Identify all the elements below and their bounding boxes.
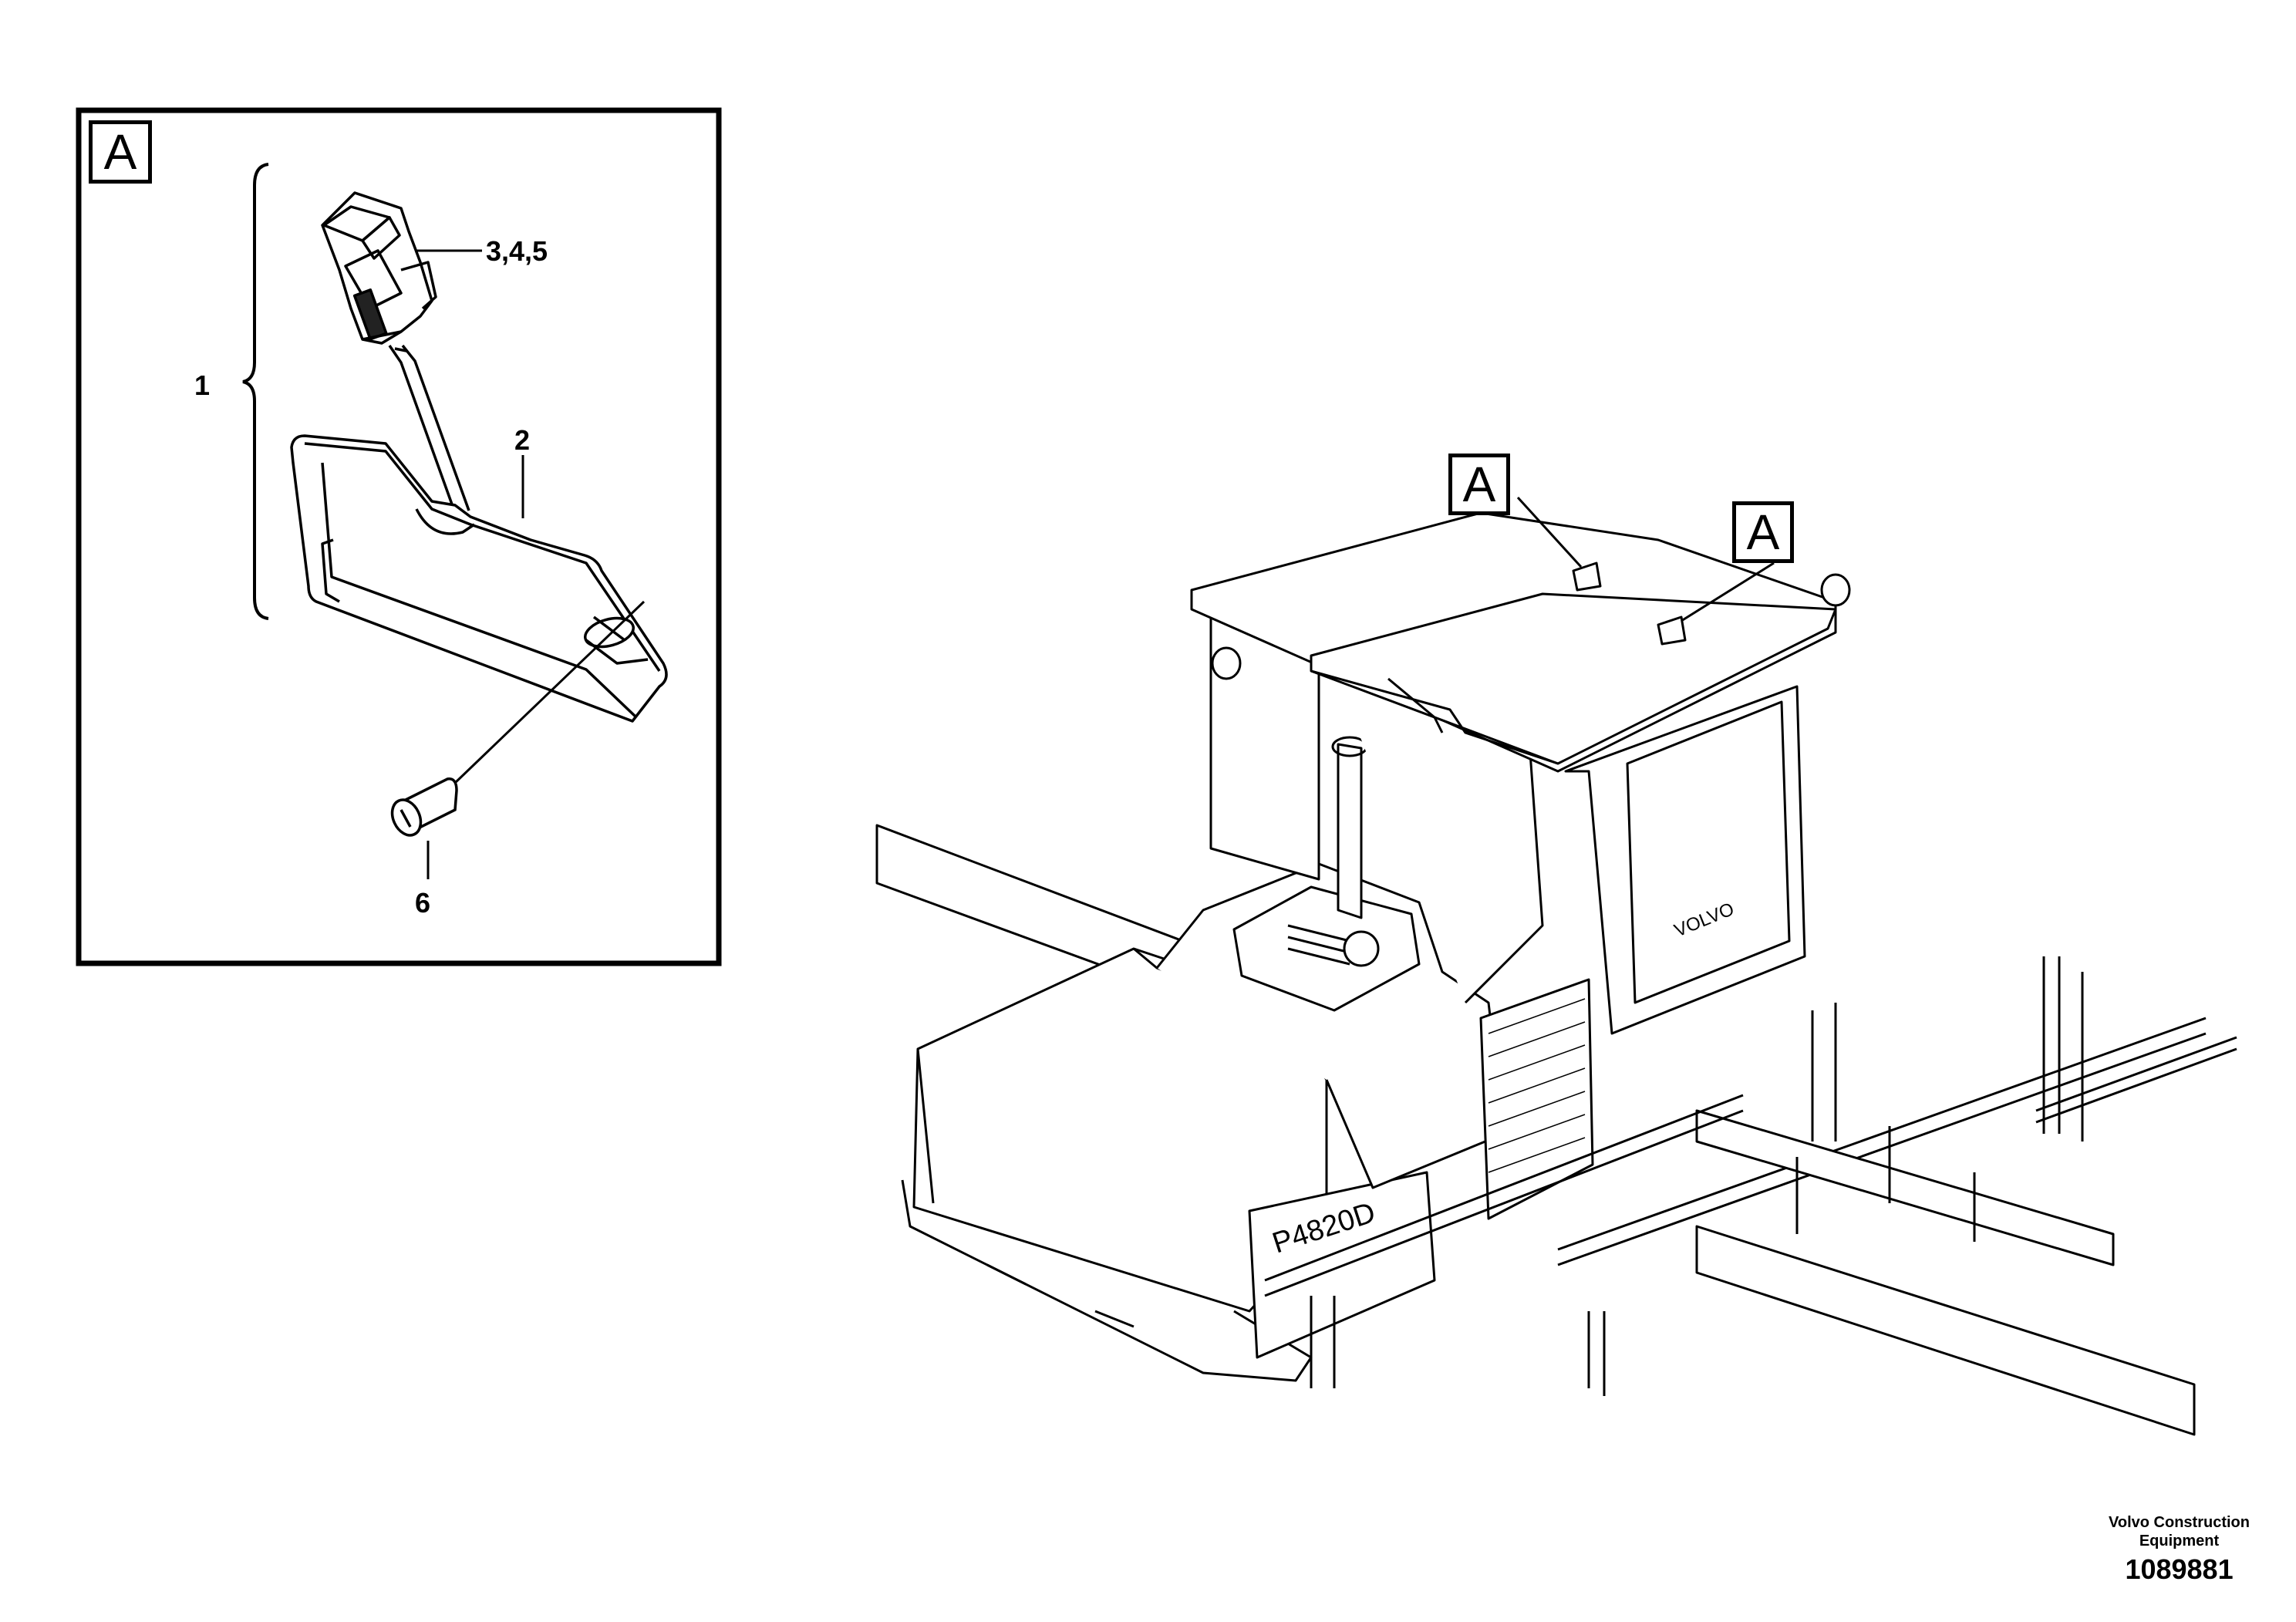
callout-item-345: 3,4,5 (486, 235, 548, 267)
marker-a-right: A (1732, 501, 1794, 563)
detail-a-frame (76, 107, 722, 966)
leader-lines-detail (416, 249, 646, 879)
brand-line-1: Volvo Construction (2109, 1514, 2250, 1531)
drawing-number: 1089881 (2125, 1553, 2234, 1585)
marker-a-left: A (1448, 454, 1510, 515)
callout-item-1: 1 (194, 369, 211, 401)
cable (388, 344, 470, 514)
paver-machine (875, 496, 2237, 1436)
item-1-bracket (242, 163, 269, 620)
screw-part (390, 777, 458, 837)
detail-a-label: A (89, 120, 152, 184)
connector-part (321, 191, 437, 345)
footer-block: Volvo Construction Equipment 1089881 (2109, 1513, 2250, 1586)
module-part (290, 434, 668, 723)
brand-line-2: Equipment (2139, 1533, 2220, 1549)
callout-item-6: 6 (415, 887, 431, 919)
callout-item-2: 2 (514, 424, 531, 456)
